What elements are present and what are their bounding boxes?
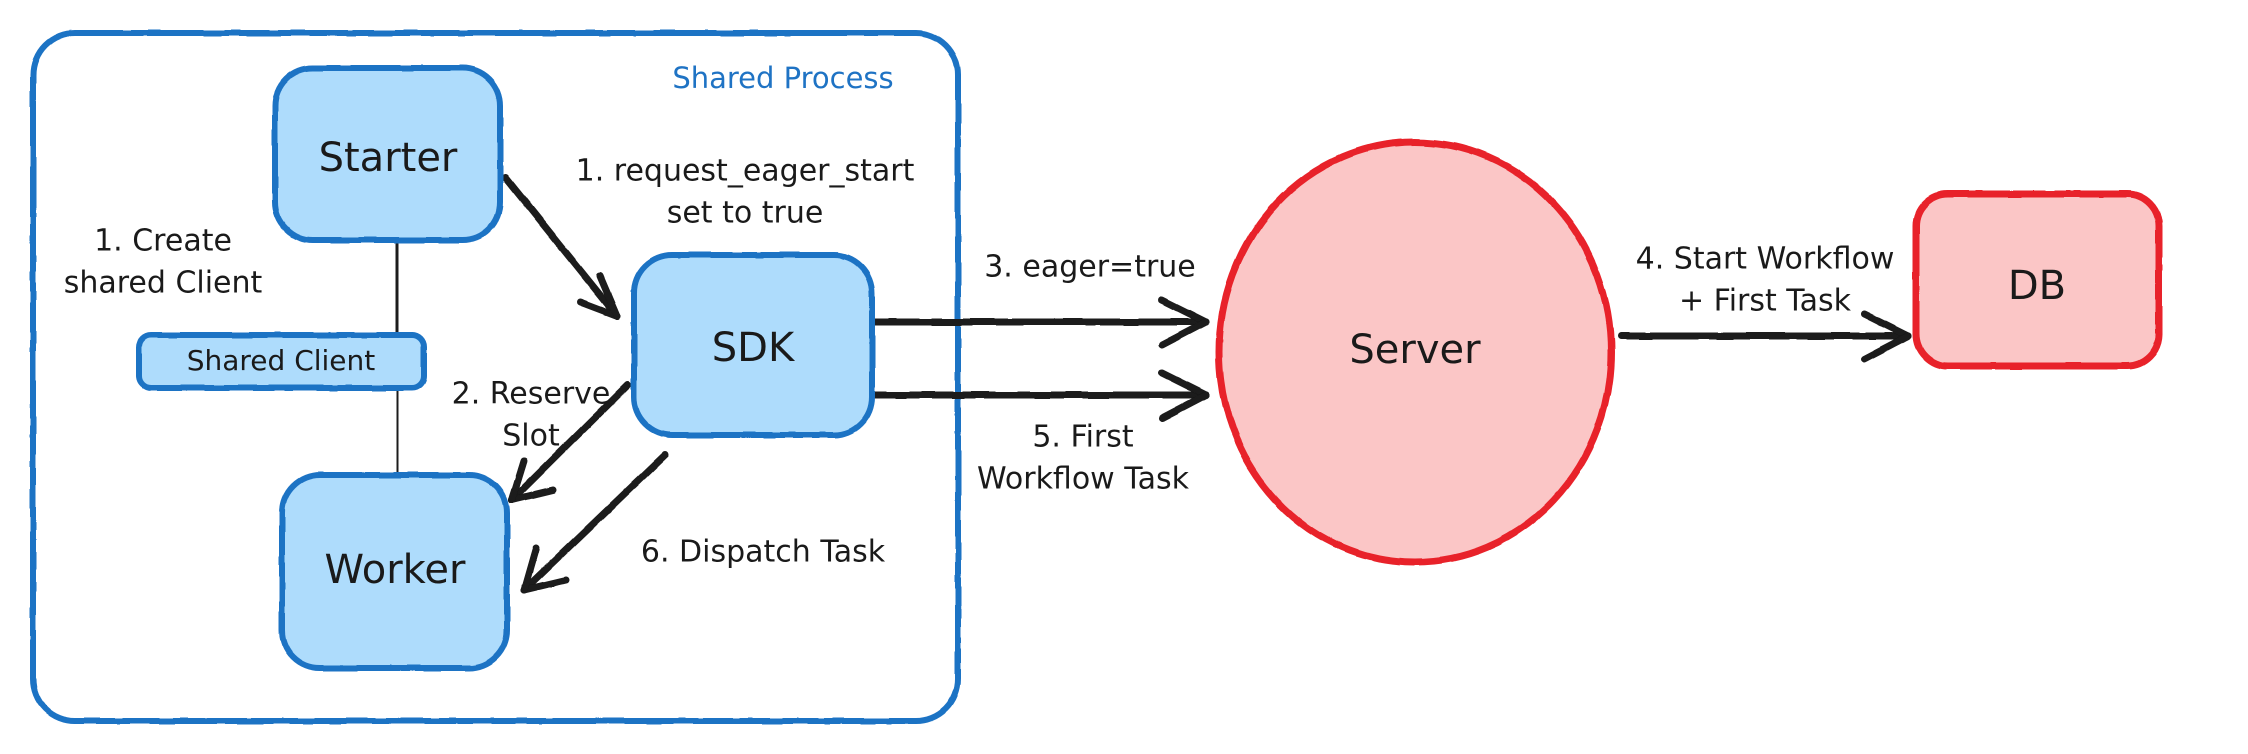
arrow-sdk-to-server-eager	[868, 296, 1210, 349]
edge-label-eager-true-line1: 3. eager=true	[984, 250, 1196, 285]
edge-label-reserve-slot: 2. Reserve Slot	[452, 377, 611, 454]
shared-process-border	[30, 30, 961, 724]
edge-label-reserve-slot-line1: 2. Reserve	[452, 377, 611, 412]
node-db-shape	[1912, 190, 2163, 370]
node-starter[interactable]	[272, 65, 503, 243]
shared-process-group	[30, 30, 961, 724]
edge-label-start-workflow-line1: 4. Start Workflow	[1636, 242, 1895, 277]
node-shared-client[interactable]	[136, 332, 427, 391]
node-shared-client-label: Shared Client	[187, 344, 376, 377]
arrow-starter-to-sdk	[501, 173, 621, 320]
edge-label-reserve-slot-line2: Slot	[502, 419, 560, 454]
node-worker-shape	[279, 472, 510, 671]
node-sdk-shape	[631, 252, 875, 438]
edge-label-request-eager-start-line1: 1. request_eager_start	[576, 154, 915, 189]
node-starter-shape	[272, 65, 503, 243]
connector-starter-shared-client	[393, 234, 401, 343]
node-db[interactable]	[1912, 190, 2163, 370]
edge-label-first-workflow-task-line2: Workflow Task	[977, 462, 1190, 497]
node-db-label: DB	[2008, 263, 2066, 309]
arrow-sdk-to-worker-reserve	[508, 381, 632, 504]
arrow-sdk-to-server-first-task	[868, 369, 1210, 422]
edge-label-create-shared-client-line1: 1. Create	[94, 224, 232, 259]
edge-label-create-shared-client-line2: shared Client	[64, 266, 263, 301]
edge-label-request-eager-start-line2: set to true	[667, 196, 824, 231]
node-server[interactable]	[1215, 138, 1615, 566]
node-server-shape	[1215, 138, 1615, 566]
arrow-server-to-db	[1618, 310, 1912, 363]
node-shared-client-shape	[136, 332, 427, 391]
edge-label-request-eager-start: 1. request_eager_start set to true	[576, 154, 915, 231]
edge-label-dispatch-task-line1: 6. Dispatch Task	[641, 535, 886, 570]
node-server-label: Server	[1349, 327, 1481, 373]
node-worker[interactable]	[279, 472, 510, 671]
edge-label-eager-true: 3. eager=true	[984, 250, 1196, 285]
edge-label-first-workflow-task-line1: 5. First	[1032, 420, 1134, 455]
edge-label-dispatch-task: 6. Dispatch Task	[641, 535, 886, 570]
node-sdk[interactable]	[631, 252, 875, 438]
node-starter-label: Starter	[319, 135, 458, 181]
shared-process-title: Shared Process	[672, 61, 893, 95]
edge-label-start-workflow: 4. Start Workflow + First Task	[1636, 242, 1895, 319]
node-worker-label: Worker	[325, 547, 466, 593]
edge-label-create-shared-client: 1. Create shared Client	[64, 224, 263, 301]
connector-shared-client-worker	[394, 383, 401, 478]
edge-label-start-workflow-line2: + First Task	[1679, 284, 1852, 319]
edge-label-first-workflow-task: 5. First Workflow Task	[977, 420, 1190, 497]
arrow-sdk-to-worker-dispatch	[520, 451, 669, 594]
node-sdk-label: SDK	[712, 325, 796, 371]
